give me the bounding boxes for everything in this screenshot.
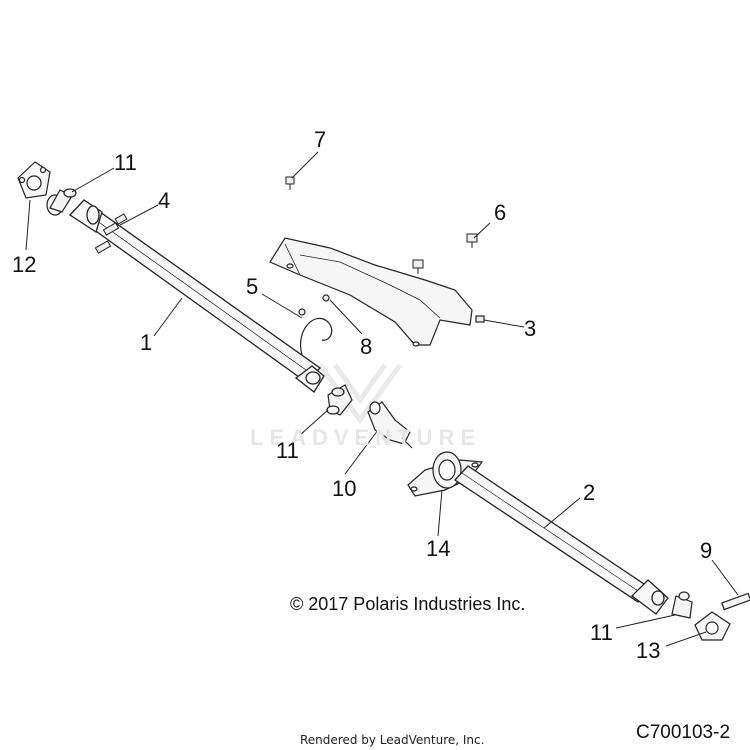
callout-11-rear: 11 [590,620,613,645]
callout-7: 7 [314,127,327,152]
rendered-by-credit: Rendered by LeadVenture, Inc. [300,733,485,747]
u-joint-rear [671,591,693,619]
watermark-text: LEADVENTURE [250,425,482,450]
bolt-set [94,213,128,254]
center-bearing [407,451,484,497]
clip-5 [298,294,333,356]
callout-4: 4 [158,188,171,213]
diagram-id: C700103-2 [636,722,731,743]
callout-2: 2 [583,480,596,505]
callout-6: 6 [494,200,507,225]
slip-yoke [367,401,413,449]
callout-11-front: 11 [114,150,137,175]
callout-12: 12 [12,252,37,277]
callout-11-middle: 11 [276,438,299,463]
callout-5: 5 [246,274,259,299]
callout-8: 8 [360,334,373,359]
callout-9: 9 [700,538,713,563]
bolt-6 [412,233,478,274]
heat-shield [269,237,485,347]
callout-14: 14 [426,536,451,561]
u-joint-middle [326,384,353,416]
callout-1: 1 [140,330,153,355]
prop-shaft-rear [454,465,669,615]
callout-13: 13 [636,638,661,663]
prop-shaft-front [68,199,325,393]
callout-10: 10 [332,476,357,501]
flange-12 [17,161,51,199]
leader-lines [25,151,739,647]
pin-9 [721,592,750,611]
flange-13 [694,611,731,641]
copyright-notice: © 2017 Polaris Industries Inc. [290,594,526,614]
u-joint-front [46,188,77,216]
callout-3: 3 [524,316,537,341]
bolt-7 [285,176,295,190]
watermark-logo [317,363,403,425]
